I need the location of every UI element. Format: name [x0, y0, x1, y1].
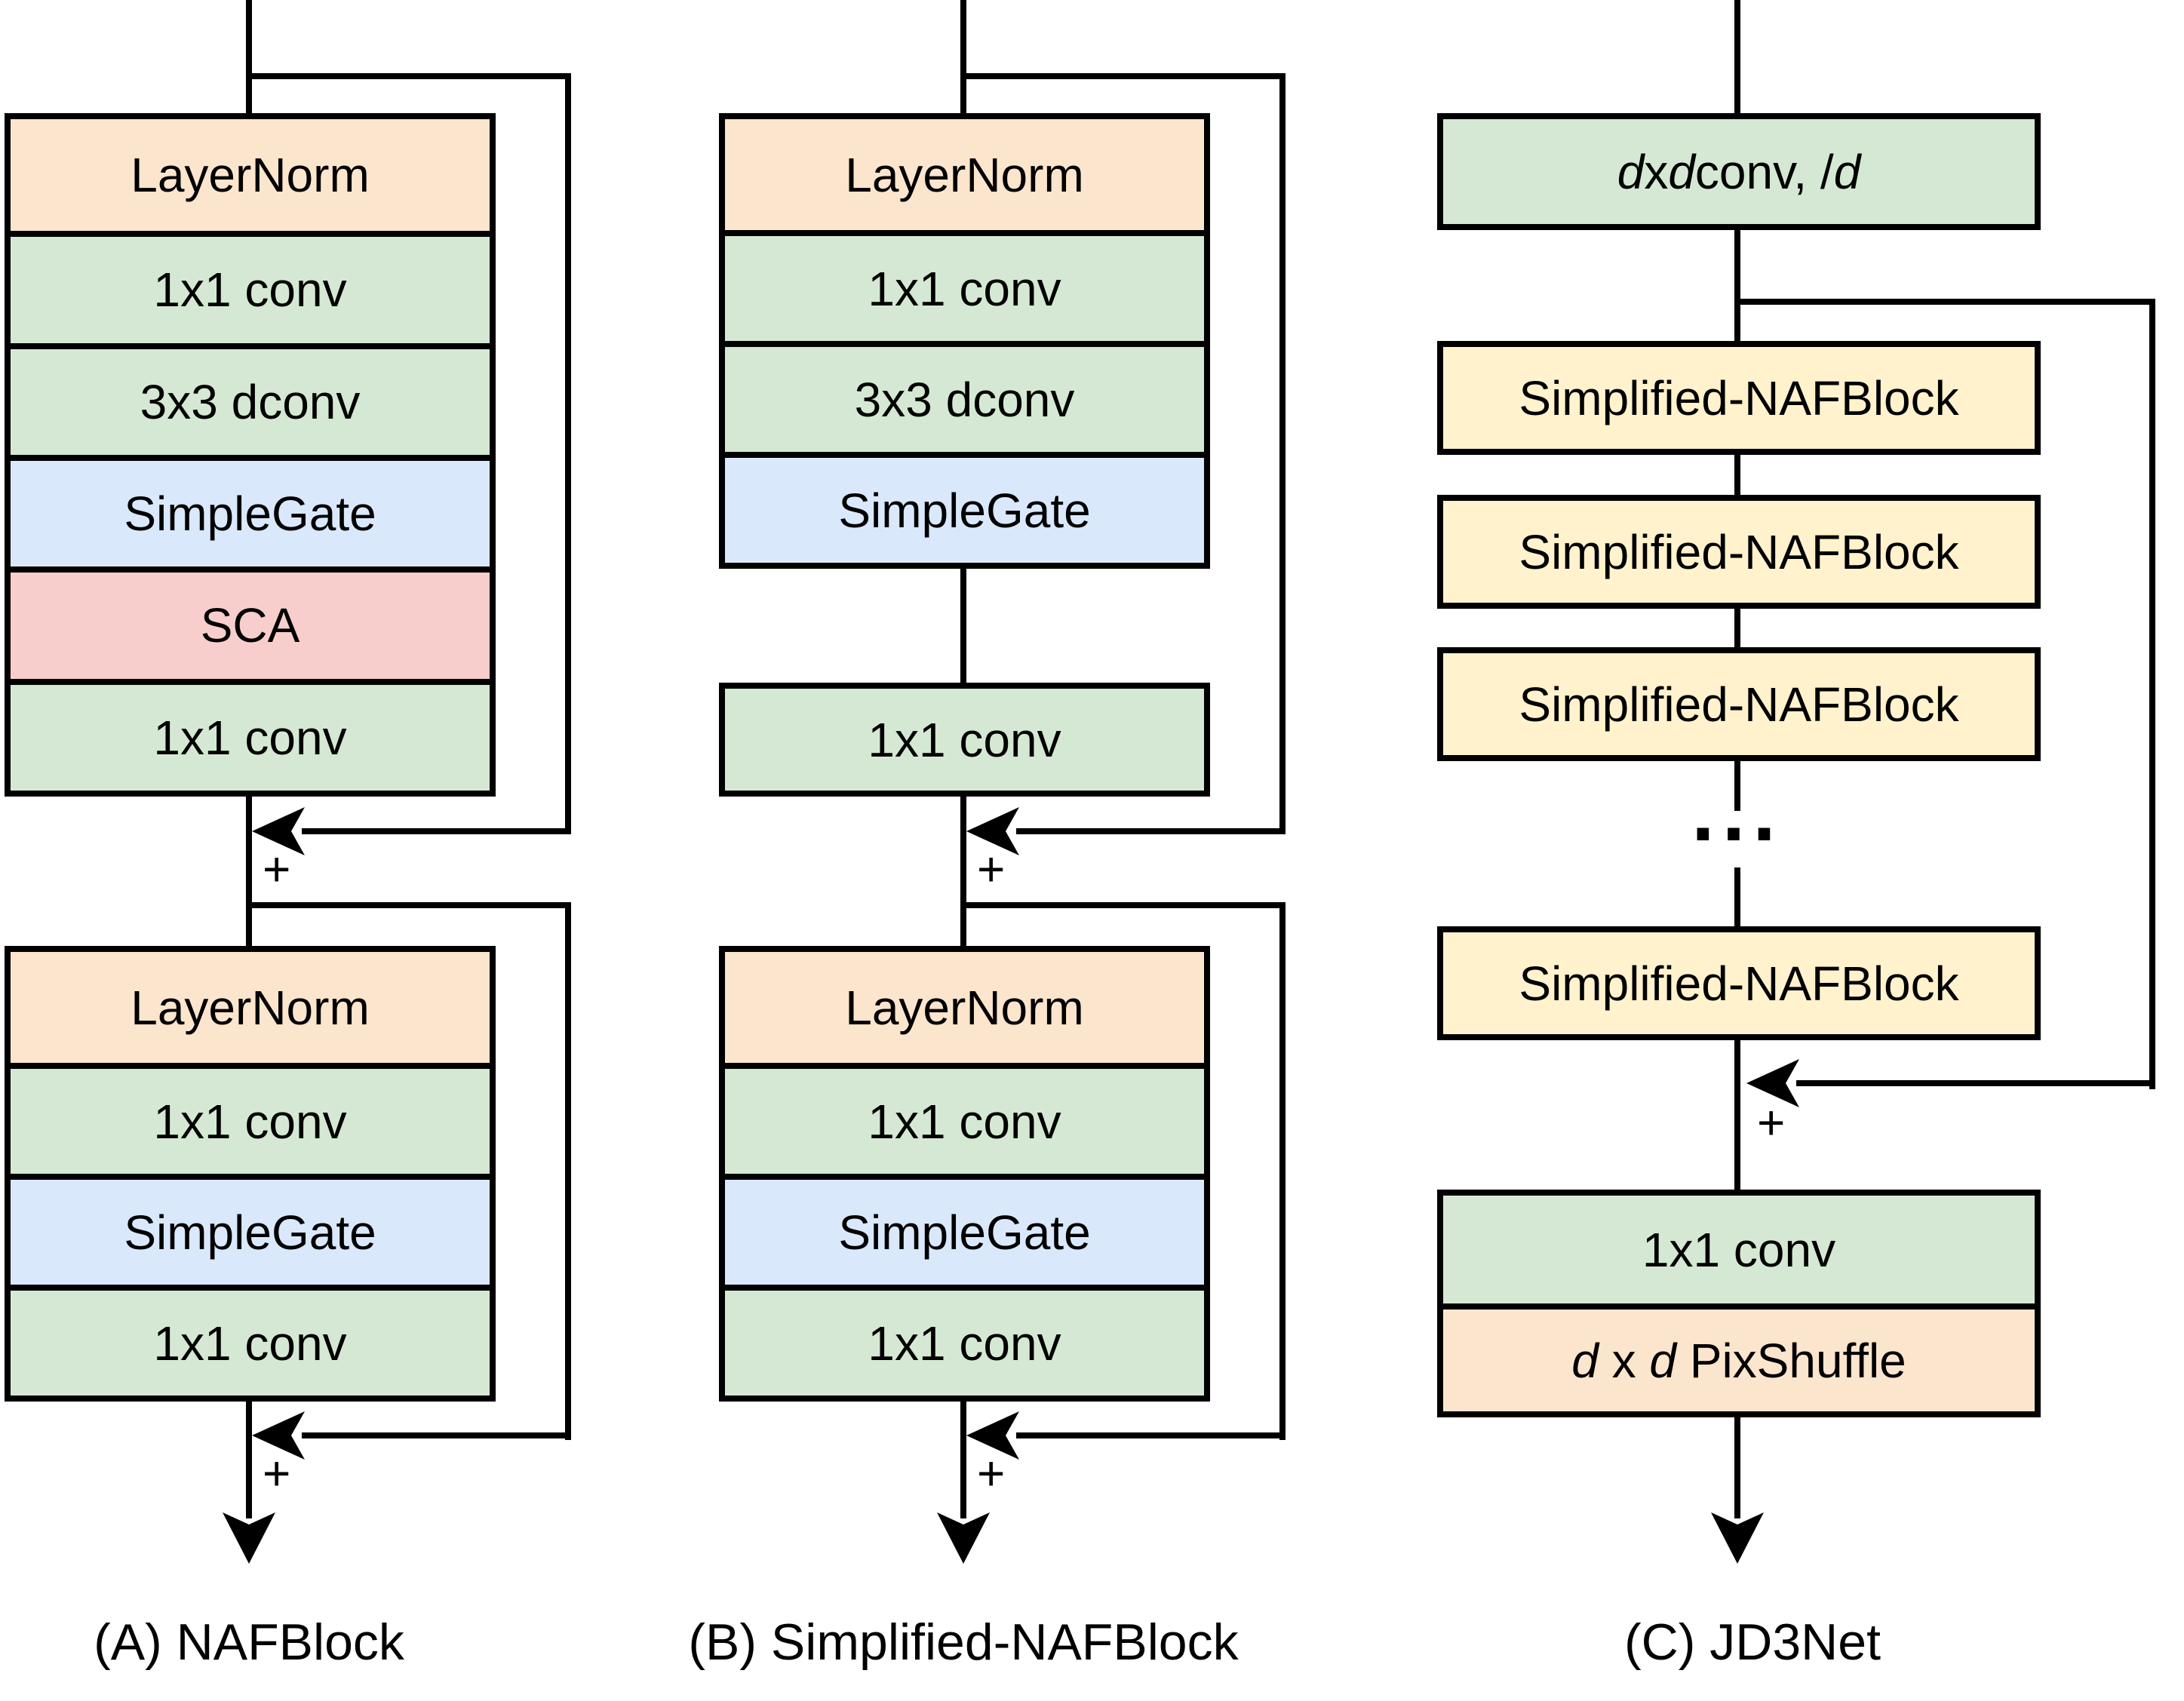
conv1x1-row: 1x1 conv [725, 230, 1204, 341]
simplified-nafblock-box: Simplified-NAFBlock [1437, 647, 2041, 761]
layernorm-row: LayerNorm [725, 952, 1204, 1063]
conv1x1-row: 1x1 conv [11, 1063, 490, 1174]
italic-d: d [1617, 144, 1645, 199]
connector-line [1734, 1040, 1740, 1190]
italic-d: d [1571, 1333, 1599, 1388]
connector-line [1734, 761, 1740, 811]
simplified-nafblock-stack-1: LayerNorm 1x1 conv 3x3 dconv SimpleGate [719, 113, 1210, 569]
simplegate-row: SimpleGate [725, 452, 1204, 563]
skip-merge-line [1016, 828, 1286, 834]
arrow-left-icon [1746, 1059, 1799, 1107]
skip-connection-line [565, 73, 571, 834]
arrow-left-icon [966, 807, 1019, 855]
connector-line [960, 569, 966, 683]
arrow-down-icon [223, 1512, 275, 1564]
simplified-nafblock-box: Simplified-NAFBlock [1437, 495, 2041, 609]
conv1x1-row: 1x1 conv [725, 1285, 1204, 1395]
output-line [246, 1402, 252, 1518]
conv1x1-row: 1x1 conv [1443, 1196, 2035, 1303]
arrow-left-icon [252, 807, 305, 855]
simplegate-row: SimpleGate [725, 1174, 1204, 1285]
connector-line [960, 797, 966, 946]
connector-line [1734, 230, 1740, 341]
simplified-nafblock-stack-2: LayerNorm 1x1 conv SimpleGate 1x1 conv [719, 946, 1210, 1402]
skip-merge-line [1016, 1432, 1286, 1438]
connector-line [1734, 867, 1740, 926]
skip-merge-line [302, 1432, 571, 1438]
arrow-left-icon [252, 1411, 305, 1460]
input-line [1734, 0, 1740, 115]
input-line [960, 0, 966, 113]
skip-connection-line [960, 902, 1286, 908]
simplified-nafblock-box: Simplified-NAFBlock [1437, 341, 2041, 455]
plus-label: + [263, 842, 291, 896]
jd3net-tail-stack: 1x1 conv d x d PixShuffle [1437, 1190, 2041, 1417]
input-line [246, 0, 252, 113]
plus-label: + [977, 842, 1006, 896]
ellipsis-dots: ... [1691, 766, 1783, 858]
skip-connection-line [246, 902, 571, 908]
connector-line [1734, 455, 1740, 495]
plus-label: + [977, 1446, 1006, 1500]
conv1x1-row: 1x1 conv [11, 231, 490, 343]
connector-line [246, 797, 252, 946]
caption-simplified-nafblock: (B) Simplified-NAFBlock [688, 1613, 1239, 1671]
skip-connection-line [960, 73, 1286, 79]
nafblock-stack-1: LayerNorm 1x1 conv 3x3 dconv SimpleGate … [5, 113, 496, 797]
layernorm-row: LayerNorm [11, 119, 490, 232]
arrow-left-icon [966, 1411, 1019, 1460]
plus-label: + [263, 1446, 291, 1500]
caption-nafblock: (A) NAFBlock [94, 1613, 404, 1671]
conv1x1-row: 1x1 conv [725, 1063, 1204, 1174]
simplegate-row: SimpleGate [11, 454, 490, 567]
layernorm-row: LayerNorm [11, 952, 490, 1063]
skip-connection-line [1734, 299, 2155, 305]
output-line [960, 1402, 966, 1518]
output-line [1734, 1417, 1740, 1518]
dxd-conv-box: d x d conv, /d [1437, 113, 2041, 230]
skip-connection-line [565, 902, 571, 1440]
pixshuffle-row: d x d PixShuffle [1443, 1303, 2035, 1411]
plus-label: + [1757, 1095, 1786, 1150]
caption-jd3net: (C) JD3Net [1623, 1613, 1881, 1671]
italic-d: d [1833, 144, 1861, 199]
arrow-down-icon [937, 1512, 990, 1564]
conv1x1-box: 1x1 conv [719, 683, 1210, 797]
italic-d: d [1668, 144, 1695, 199]
dconv3x3-row: 3x3 dconv [11, 342, 490, 455]
skip-connection-line [2149, 299, 2155, 1089]
sca-row: SCA [11, 566, 490, 679]
italic-d: d [1649, 1333, 1676, 1388]
connector-line [1734, 609, 1740, 647]
skip-merge-line [1796, 1080, 2155, 1086]
skip-connection-line [1279, 902, 1286, 1440]
nafblock-stack-2: LayerNorm 1x1 conv SimpleGate 1x1 conv [5, 946, 496, 1402]
skip-merge-line [302, 828, 571, 834]
conv1x1-row: 1x1 conv [11, 678, 490, 791]
simplified-nafblock-box: Simplified-NAFBlock [1437, 926, 2041, 1040]
skip-connection-line [1279, 73, 1286, 834]
dconv3x3-row: 3x3 dconv [725, 341, 1204, 452]
skip-connection-line [246, 73, 571, 79]
conv1x1-row: 1x1 conv [11, 1285, 490, 1395]
arrow-down-icon [1711, 1512, 1764, 1564]
layernorm-row: LayerNorm [725, 119, 1204, 230]
simplegate-row: SimpleGate [11, 1174, 490, 1285]
